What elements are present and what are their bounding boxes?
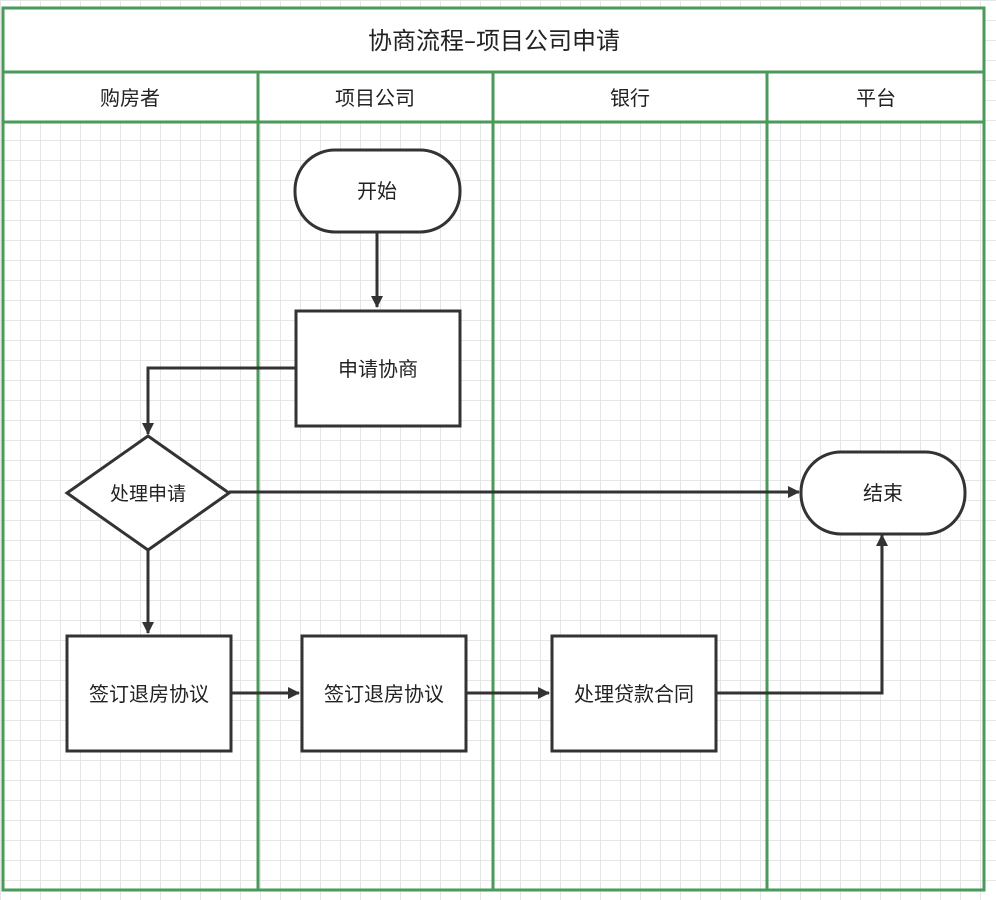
arrow-bank-to-end [716,534,888,695]
node-start: 开始 [293,148,462,234]
node-company-sign-label: 签订退房协议 [324,682,444,706]
node-end: 结束 [799,450,967,536]
lane-label-buyer: 购房者 [100,86,160,110]
diagram-title: 协商流程–项目公司申请 [368,27,620,55]
title-bar: 协商流程–项目公司申请 [1,6,986,74]
lane-bodies [1,120,986,892]
node-process-decision: 处理申请 [64,434,232,552]
lane-body-bank [491,120,769,892]
node-apply: 申请协商 [294,309,462,428]
lane-label-bank: 银行 [610,86,650,110]
node-bank-process-label: 处理贷款合同 [574,682,694,706]
node-process-decision-label: 处理申请 [110,483,186,505]
node-start-label: 开始 [357,179,397,203]
node-apply-label: 申请协商 [338,357,418,381]
lane-headers: 购房者 项目公司 银行 平台 [1,70,986,124]
node-company-sign: 签订退房协议 [300,634,468,753]
connectors [142,233,888,699]
node-buyer-sign-label: 签订退房协议 [89,682,209,706]
arrow-apply-to-decision [142,366,295,435]
lane-label-platform: 平台 [856,86,896,110]
node-buyer-sign: 签订退房协议 [65,634,233,753]
node-bank-process: 处理贷款合同 [550,634,718,753]
lane-body-platform [765,120,986,892]
lane-label-company: 项目公司 [335,86,415,110]
node-end-label: 结束 [863,481,903,505]
